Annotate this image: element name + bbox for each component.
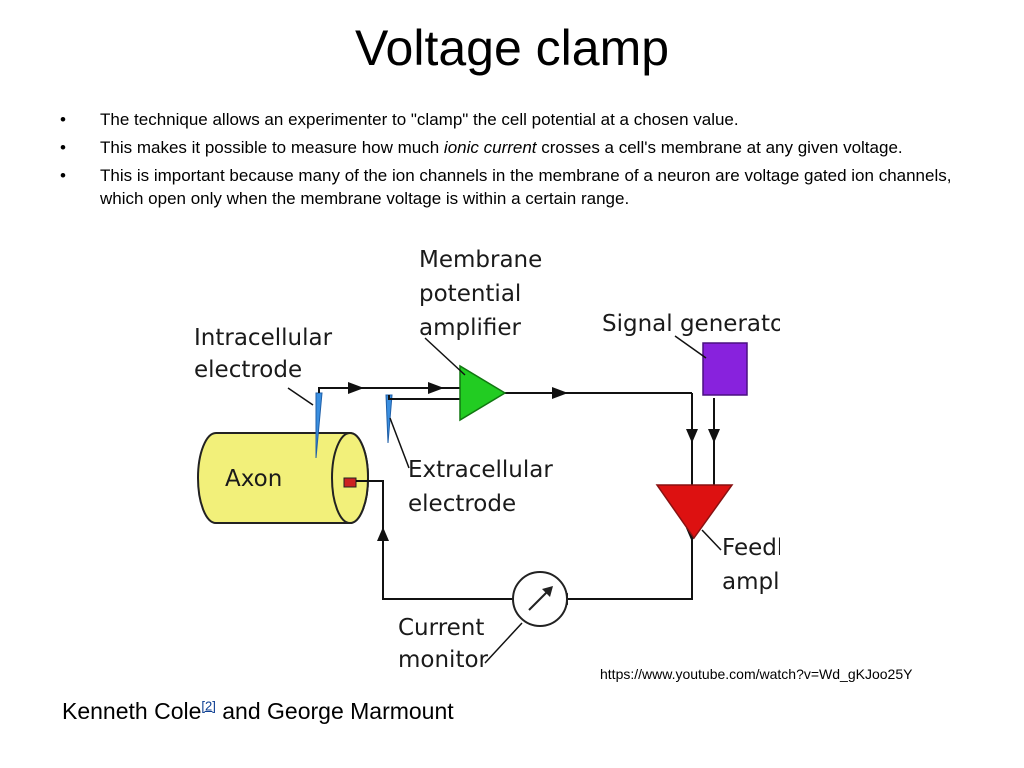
attribution: Kenneth Cole[2] and George Marmount — [62, 698, 454, 725]
current-monitor-label: Current — [398, 615, 484, 641]
feedback-amplifier-icon — [655, 484, 734, 540]
bullet-text: The technique allows an experimenter to … — [100, 110, 739, 129]
voltage-clamp-diagram: Axon — [194, 247, 780, 673]
feedback-amplifier-label: Feedback — [722, 535, 780, 561]
intracellular-electrode-label: Intracellular — [194, 325, 333, 351]
attribution-name: Kenneth Cole — [62, 698, 202, 724]
bullet-emphasis: ionic current — [443, 138, 537, 157]
membrane-amplifier-label: Membrane — [419, 247, 542, 273]
bullet-item: • The technique allows an experimenter t… — [60, 108, 970, 131]
current-monitor-meter-icon — [512, 571, 568, 627]
bullet-marker: • — [60, 110, 66, 129]
signal-generator-label: Signal generator — [602, 311, 780, 337]
bullet-marker: • — [60, 138, 66, 157]
extracellular-electrode-label: electrode — [408, 491, 516, 517]
membrane-amplifier-label: potential — [419, 281, 521, 307]
feedback-amplifier-label: amplifier — [722, 569, 780, 595]
source-url[interactable]: https://www.youtube.com/watch?v=Wd_gKJoo… — [600, 666, 913, 682]
bullet-item: • This is important because many of the … — [60, 164, 970, 210]
bullet-marker: • — [60, 166, 66, 185]
bullet-list: • The technique allows an experimenter t… — [60, 108, 970, 215]
membrane-amplifier-label: amplifier — [419, 315, 522, 341]
circuit-wires — [318, 387, 715, 600]
slide-title: Voltage clamp — [354, 20, 670, 76]
bullet-text: This makes it possible to measure how mu… — [100, 138, 444, 157]
intracellular-electrode-label: electrode — [194, 357, 302, 383]
label-pointers — [287, 337, 722, 664]
axon-label: Axon — [225, 466, 282, 492]
attribution-rest: and George Marmount — [215, 698, 454, 724]
bullet-text: This is important because many of the io… — [100, 166, 952, 208]
signal-generator-icon — [702, 342, 748, 396]
current-monitor-label: monitor — [398, 647, 489, 673]
signal-generator-pointer — [674, 335, 707, 359]
axon: Axon — [197, 432, 369, 524]
membrane-potential-amplifier-icon — [459, 364, 507, 422]
axon-electrode-contact — [343, 477, 357, 488]
reference-link[interactable]: [2] — [201, 698, 216, 714]
bullet-text-tail: crosses a cell's membrane at any given v… — [536, 138, 903, 157]
extracellular-electrode-label: Extracellular — [408, 457, 553, 483]
bullet-item: • This makes it possible to measure how … — [60, 136, 970, 159]
